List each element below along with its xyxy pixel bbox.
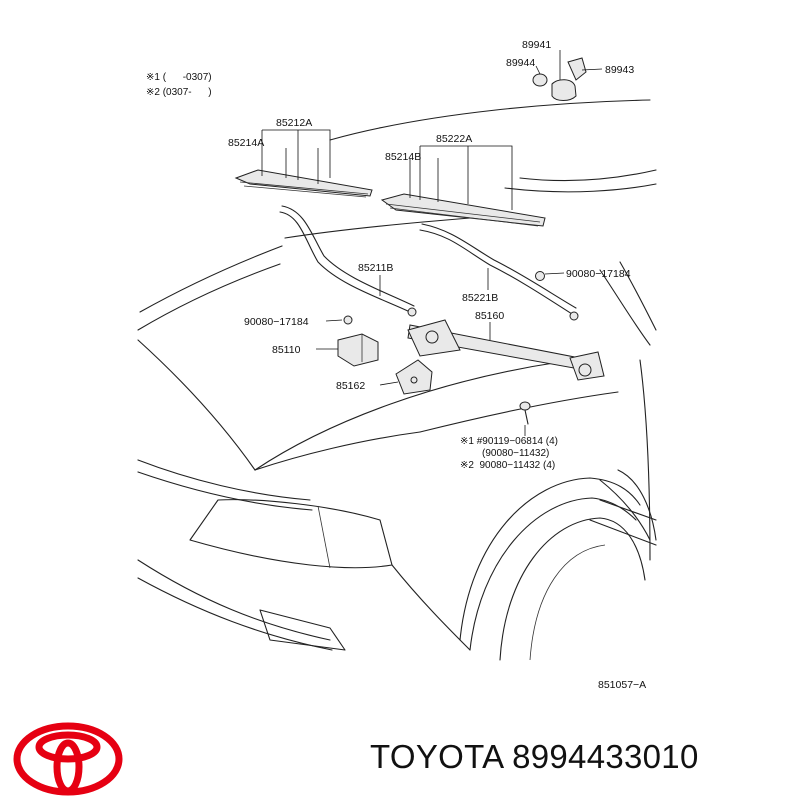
label-85211B: 85211B xyxy=(358,262,393,274)
label-90080-17184-left: 90080−17184 xyxy=(244,316,309,328)
fastener-row-1: ※1 #90119−06814 (4) xyxy=(460,436,558,447)
motor-bracket xyxy=(395,359,433,395)
wiper-arm-right xyxy=(419,223,579,321)
label-85162: 85162 xyxy=(336,380,365,392)
fastener-row-2: (90080−11432) xyxy=(482,448,549,459)
leader-lines xyxy=(261,50,603,436)
fastener-row-3: ※2 90080−11432 (4) xyxy=(460,460,555,471)
nut-right xyxy=(535,271,545,281)
wiper-arm-left xyxy=(279,205,417,317)
wiper-link-assembly xyxy=(407,319,605,381)
label-89943: 89943 xyxy=(605,64,634,76)
label-85214B: 85214B xyxy=(385,151,421,163)
wiper-motor xyxy=(337,333,379,367)
nut-left xyxy=(343,315,353,325)
label-89944: 89944 xyxy=(506,57,535,69)
label-85110: 85110 xyxy=(272,344,301,356)
wiper-blade-right xyxy=(380,193,546,227)
label-85214A: 85214A xyxy=(228,137,264,149)
wiper-blade-left xyxy=(234,169,373,198)
arm-cap-parts xyxy=(532,57,587,101)
car-body-outline xyxy=(137,99,657,661)
label-85160: 85160 xyxy=(475,310,504,322)
brand-name: TOYOTA xyxy=(370,738,503,775)
note-row-2: ※2 (0307- ) xyxy=(146,87,212,98)
toyota-logo-icon xyxy=(13,722,123,796)
label-89941: 89941 xyxy=(522,39,551,51)
note-row-1: ※1 ( -0307) xyxy=(146,72,212,83)
label-85212A: 85212A xyxy=(276,117,312,129)
diagram-code: 851057−A xyxy=(598,679,646,691)
part-number: 8994433010 xyxy=(512,738,699,775)
label-85221B: 85221B xyxy=(462,292,498,304)
label-90080-17184-right: 90080−17184 xyxy=(566,268,631,280)
label-85222A: 85222A xyxy=(436,133,472,145)
brand-part-caption: TOYOTA 8994433010 xyxy=(370,738,699,776)
bolt xyxy=(519,401,531,425)
